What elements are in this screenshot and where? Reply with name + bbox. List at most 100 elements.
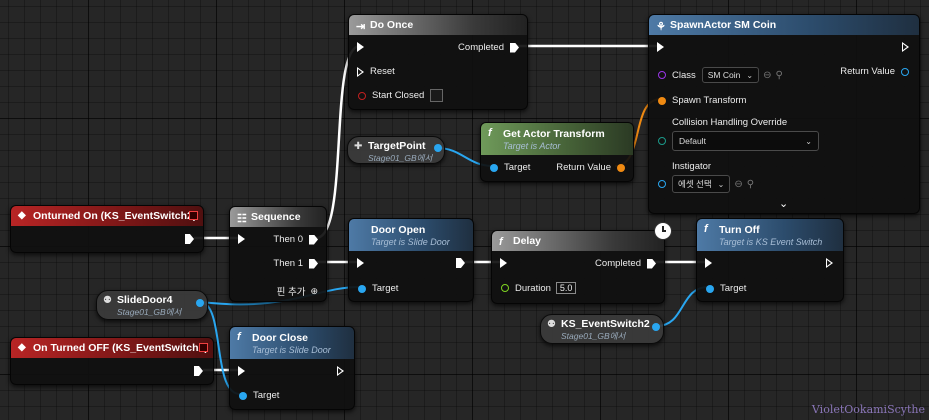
exec-in-pin[interactable] — [357, 42, 364, 52]
arrow-right-icon: ⇥ — [356, 21, 366, 33]
on-turned-off-event-node[interactable]: ◆ On Turned OFF (KS_EventSwitch2) — [10, 337, 214, 385]
slide-door-variable[interactable]: ⚉ SlideDoor4 Stage01_GB에서 — [96, 290, 208, 320]
sequence-node[interactable]: ☷ Sequence Then 0 Then 1 핀 추가 ⊕ — [229, 206, 327, 302]
event-icon: ◆ — [18, 210, 26, 221]
target-label: Target — [253, 390, 280, 401]
delegate-pin[interactable] — [189, 211, 198, 220]
then0-pin[interactable] — [309, 234, 318, 245]
spawn-actor-node[interactable]: ⚘ SpawnActor SM Coin Class SM Coin⌄ ⊖ ⚲ … — [648, 14, 920, 214]
slide-door-out-pin[interactable] — [196, 299, 204, 307]
variable-title: SlideDoor4 — [117, 294, 173, 306]
completed-pin[interactable] — [510, 42, 519, 53]
collision-pin[interactable] — [658, 137, 666, 145]
crosshair-icon: ✚ — [354, 141, 363, 152]
return-value-label: Return Value — [556, 162, 611, 173]
node-subtitle: Target is KS Event Switch — [719, 236, 823, 247]
variable-source: Stage01_GB에서 — [561, 331, 626, 341]
chevron-down-icon: ⌄ — [746, 70, 754, 80]
target-pin[interactable] — [239, 391, 247, 400]
add-pin-button[interactable]: 핀 추가 ⊕ — [276, 285, 318, 299]
duration-label: Duration — [515, 282, 551, 294]
target-point-variable[interactable]: ✚ TargetPoint Stage01_GB에서 — [347, 136, 445, 164]
return-value-label: Return Value — [840, 66, 895, 77]
exec-out-pin[interactable] — [194, 366, 203, 376]
expand-advanced-icon[interactable]: ⌄ — [779, 198, 789, 210]
function-icon: f — [499, 236, 503, 248]
completed-label: Completed — [458, 42, 504, 53]
exec-in-pin[interactable] — [238, 234, 245, 244]
search-icon[interactable]: ⚲ — [746, 178, 755, 190]
turn-off-node[interactable]: f Turn Off Target is KS Event Switch Tar… — [696, 218, 844, 302]
variable-source: Stage01_GB에서 — [368, 153, 433, 163]
node-title: Turn Off — [719, 223, 760, 236]
start-closed-checkbox[interactable] — [430, 89, 444, 102]
node-title: Sequence — [251, 211, 301, 223]
start-closed-pin[interactable] — [358, 91, 366, 100]
onturned-on-event-node[interactable]: ◆ Onturned On (KS_EventSwitch2) — [10, 205, 204, 253]
exec-in-pin[interactable] — [357, 258, 364, 268]
exec-out-pin[interactable] — [826, 258, 833, 268]
duration-pin[interactable] — [501, 284, 509, 292]
class-label: Class — [672, 69, 696, 81]
node-title: Delay — [513, 235, 542, 247]
completed-pin[interactable] — [647, 258, 656, 269]
start-closed-label: Start Closed — [372, 90, 425, 101]
exec-in-pin[interactable] — [500, 258, 507, 268]
exec-in-pin[interactable] — [238, 366, 245, 376]
instigator-label: Instigator — [672, 161, 712, 172]
delay-node[interactable]: f Delay Completed Duration 5.0 — [491, 230, 665, 304]
node-subtitle: Target is Slide Door — [252, 344, 331, 355]
exec-out-pin[interactable] — [456, 258, 465, 268]
reset-label: Reset — [370, 66, 395, 77]
exec-in-pin[interactable] — [657, 42, 664, 52]
target-point-out-pin[interactable] — [434, 144, 442, 152]
search-icon[interactable]: ⚲ — [775, 69, 783, 81]
return-value-pin[interactable] — [901, 67, 909, 76]
door-open-node[interactable]: Door Open Target is Slide Door Target — [348, 218, 474, 302]
door-close-node[interactable]: f Door Close Target is Slide Door Target — [229, 326, 355, 410]
completed-label: Completed — [595, 258, 641, 269]
function-icon: f — [237, 331, 241, 343]
use-selected-icon[interactable]: ⊖ — [734, 178, 743, 190]
then1-pin[interactable] — [309, 258, 318, 269]
instigator-pin[interactable] — [658, 180, 666, 188]
instigator-combo[interactable]: 에셋 선택⌄ — [672, 175, 731, 193]
spawn-transform-label: Spawn Transform — [672, 95, 747, 106]
return-value-pin[interactable] — [617, 163, 625, 172]
then0-label: Then 0 — [273, 234, 303, 245]
exec-out-pin[interactable] — [902, 42, 909, 52]
variable-title: TargetPoint — [368, 140, 426, 152]
ks-switch-out-pin[interactable] — [652, 323, 660, 331]
reset-pin[interactable] — [357, 66, 364, 77]
spawn-icon: ⚘ — [656, 21, 666, 33]
collision-combo[interactable]: Default⌄ — [672, 131, 819, 151]
actor-icon: ⚉ — [547, 319, 556, 330]
class-pin[interactable] — [658, 71, 666, 79]
exec-in-pin[interactable] — [705, 258, 712, 268]
class-combo[interactable]: SM Coin⌄ — [701, 67, 760, 83]
spawn-transform-pin[interactable] — [658, 96, 666, 105]
duration-input[interactable]: 5.0 — [555, 282, 577, 294]
target-pin[interactable] — [706, 284, 714, 293]
collision-label: Collision Handling Override — [672, 117, 788, 128]
add-pin-icon: ⊕ — [310, 285, 318, 296]
exec-out-pin[interactable] — [185, 234, 194, 244]
watermark: VioletOokamiScythe — [811, 403, 925, 416]
target-pin[interactable] — [358, 284, 366, 293]
exec-out-pin[interactable] — [337, 366, 344, 376]
target-pin[interactable] — [490, 163, 498, 172]
node-title: Do Once — [370, 19, 414, 31]
target-label: Target — [372, 283, 399, 294]
chevron-down-icon: ⌄ — [717, 179, 725, 189]
node-title: Door Close — [252, 331, 309, 344]
node-title: Door Open — [371, 223, 426, 236]
delegate-pin[interactable] — [199, 343, 208, 352]
ks-event-switch-variable[interactable]: ⚉ KS_EventSwitch2 Stage01_GB에서 — [540, 314, 664, 344]
node-subtitle: Target is Actor — [503, 140, 561, 151]
node-title: SpawnActor SM Coin — [670, 19, 777, 31]
use-selected-icon[interactable]: ⊖ — [763, 69, 772, 81]
get-actor-transform-node[interactable]: f Get Actor Transform Target is Actor Ta… — [480, 122, 634, 182]
chevron-down-icon: ⌄ — [805, 136, 812, 146]
do-once-node[interactable]: ⇥ Do Once Completed Reset Start Closed — [348, 14, 528, 110]
node-title: Get Actor Transform — [503, 127, 605, 140]
